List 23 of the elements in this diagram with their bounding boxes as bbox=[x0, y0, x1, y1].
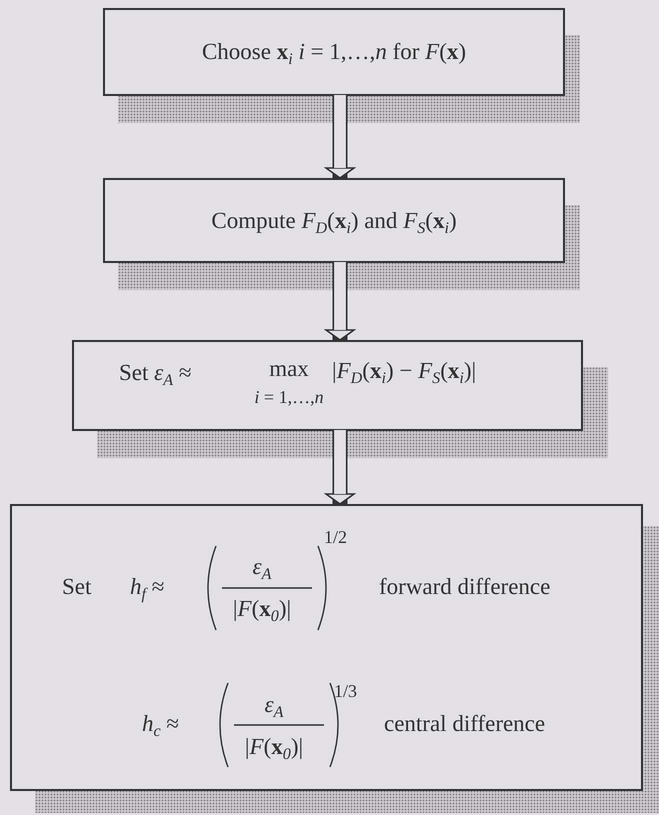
operator-text: max bbox=[268, 356, 310, 382]
hollow-arrow bbox=[325, 431, 355, 505]
math-formula: |F(x$_{0}$)| bbox=[232, 596, 292, 622]
process-box bbox=[10, 504, 643, 791]
math-formula: ε$_{A}$ bbox=[264, 692, 284, 718]
math-formula: h$_{c}$ ≈ bbox=[142, 711, 180, 736]
math-formula: Set ε$_{A}$ ≈ bbox=[119, 360, 192, 386]
process-box bbox=[72, 340, 583, 431]
hollow-arrow bbox=[325, 96, 355, 179]
math-formula: |F(x$_{0}$)| bbox=[244, 734, 304, 760]
math-formula: i = 1,…,n bbox=[253, 388, 325, 408]
step-text: Compute F$_{D}$(x$_{i}$) and F$_{S}$(x$_{i}$) bbox=[211, 208, 457, 234]
exponent-text: 1/3 bbox=[334, 682, 358, 702]
math-formula: ε$_{A}$ bbox=[252, 554, 272, 580]
process-box bbox=[103, 8, 565, 96]
hollow-arrow bbox=[325, 263, 355, 341]
math-formula: |F$_{D}$(x$_{i}$) − F$_{S}$(x$_{i}$)| bbox=[332, 358, 476, 384]
exponent-text: 1/2 bbox=[324, 528, 348, 548]
process-box bbox=[103, 178, 565, 263]
annotation-text: forward difference bbox=[379, 574, 550, 600]
annotation-text: central difference bbox=[384, 711, 546, 736]
step-text: Choose x$_{i}$ i = 1,…,n for F(x) bbox=[202, 39, 466, 65]
step-text: Set bbox=[62, 574, 92, 600]
